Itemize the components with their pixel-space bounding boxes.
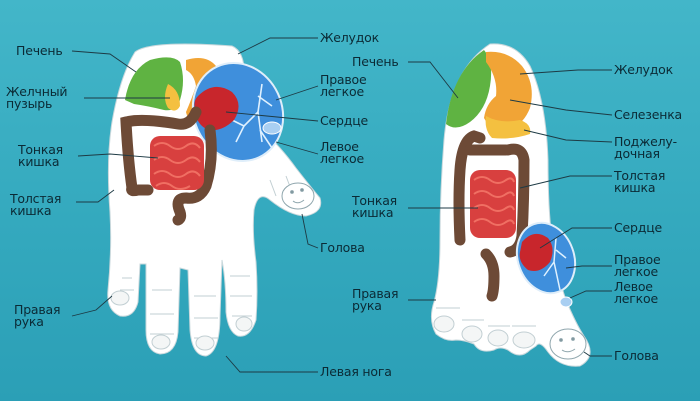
stomach-organ: [484, 51, 532, 130]
label-stomach-foot: Желудок: [614, 62, 673, 77]
small-intestine-organ: [470, 170, 516, 238]
small-intestine-organ: [150, 136, 204, 190]
label-left-leg: Левая нога: [320, 364, 392, 379]
heart-organ: [519, 233, 553, 271]
large-intestine-organ: [120, 106, 202, 197]
bronchi: [231, 83, 273, 149]
label-liver-hand: Печень: [16, 43, 63, 58]
toe-lines: [436, 307, 536, 327]
label-head-foot: Голова: [614, 348, 659, 363]
label-head-hand: Голова: [320, 240, 365, 255]
pancreas-organ: [485, 116, 531, 139]
bronchi: [543, 237, 567, 291]
liver-organ: [446, 50, 492, 128]
lung-end: [559, 296, 573, 308]
face-icon: [549, 328, 587, 360]
heart-organ: [194, 86, 239, 131]
gallbladder-organ: [165, 84, 180, 111]
label-pancreas: Поджелу-дочная: [614, 134, 677, 161]
label-spleen: Селезенка: [614, 107, 683, 122]
lung-end: [262, 121, 282, 135]
face-icon: [281, 182, 315, 210]
large-intestine-lower: [464, 144, 512, 302]
label-heart-hand: Сердце: [320, 113, 368, 128]
label-liver-foot: Печень: [352, 54, 399, 69]
toenails: [433, 315, 536, 349]
foot-illustration: [430, 43, 591, 367]
hand-illustration: [107, 43, 322, 357]
label-heart-foot: Сердце: [614, 220, 662, 235]
fingernails: [110, 290, 253, 351]
label-stomach-hand: Желудок: [320, 30, 379, 45]
finger-lines: [120, 175, 293, 339]
leader-lines: [71, 37, 613, 373]
large-intestine-lower: [172, 124, 217, 226]
